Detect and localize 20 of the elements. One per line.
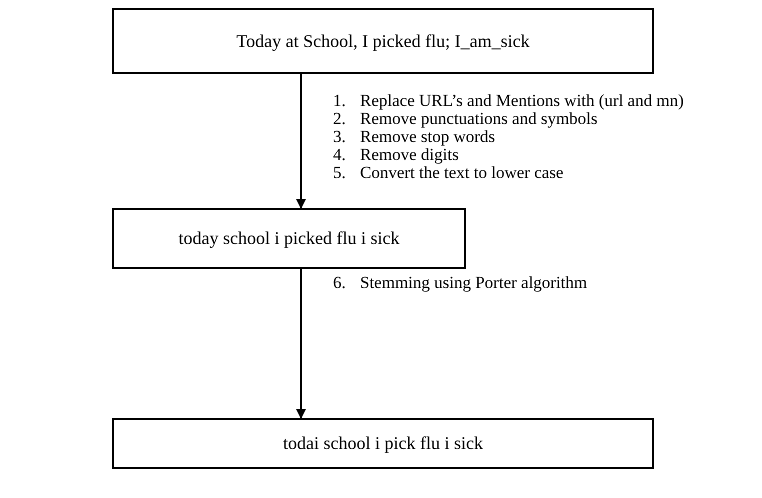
step-description: Convert the text to lower case [360, 164, 564, 182]
step-number: 6. [333, 274, 346, 292]
arrow [296, 269, 306, 419]
step-number: 2. [333, 110, 346, 128]
box-text: today school i picked flu i sick [178, 228, 400, 249]
process-box [112, 418, 654, 469]
step-description: Stemming using Porter algorithm [360, 274, 588, 292]
arrow [296, 74, 306, 209]
process-box [112, 8, 654, 74]
process-box [112, 208, 466, 269]
step-description: Remove stop words [360, 128, 496, 146]
step-description: Replace URL’s and Mentions with (url and mn) [360, 92, 684, 110]
box-text: todai school i pick flu i sick [283, 433, 483, 454]
step-description: Remove digits [360, 146, 459, 164]
step-number: 4. [333, 146, 346, 164]
box-text: Today at School, I picked flu; I_am_sick [236, 30, 530, 52]
step-number: 5. [333, 164, 346, 182]
step-description: Remove punctuations and symbols [360, 110, 598, 128]
step-number: 3. [333, 128, 346, 146]
step-number: 1. [333, 92, 346, 110]
